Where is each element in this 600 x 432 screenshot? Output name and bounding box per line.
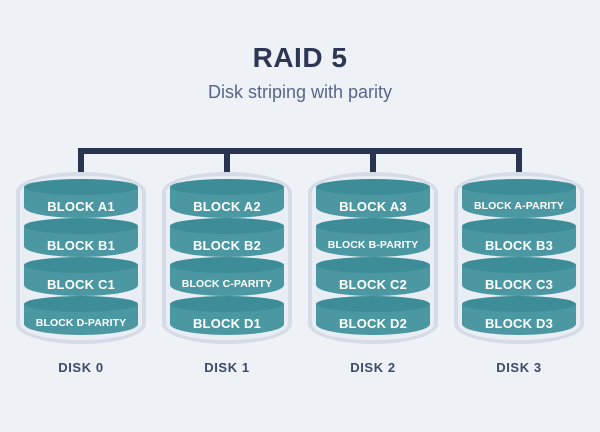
- disk-cylinder-1: BLOCK A2 BLOCK B2 BLOCK C-PARITY BLOCK D…: [162, 172, 292, 344]
- block-label: BLOCK C1: [46, 276, 116, 292]
- block-label: BLOCK C3: [484, 276, 554, 292]
- disk-column-1: BLOCK A2 BLOCK B2 BLOCK C-PARITY BLOCK D…: [162, 172, 292, 375]
- disk-label-3: DISK 3: [496, 360, 542, 375]
- bus-drop-line-0: [78, 148, 84, 184]
- disk-block: BLOCK A2: [170, 179, 284, 218]
- block-label: BLOCK D2: [338, 315, 408, 331]
- disk-block: BLOCK A1: [24, 179, 138, 218]
- bus-drop-line-2: [370, 148, 376, 184]
- disk-block: BLOCK C3: [462, 257, 576, 296]
- disk-block: BLOCK B-PARITY: [316, 218, 430, 257]
- bus-horizontal-line: [81, 148, 519, 154]
- disk-block: BLOCK C2: [316, 257, 430, 296]
- disk-block: BLOCK D-PARITY: [24, 296, 138, 335]
- disks-row: BLOCK A1 BLOCK B1 BLOCK C1 BLOCK D-PARIT…: [16, 172, 584, 375]
- disk-block: BLOCK A-PARITY: [462, 179, 576, 218]
- block-label: BLOCK B-PARITY: [327, 239, 419, 251]
- bus-drop-line-3: [516, 148, 522, 184]
- block-label: BLOCK C-PARITY: [181, 278, 273, 290]
- disk-label-0: DISK 0: [58, 360, 104, 375]
- disk-block: BLOCK D1: [170, 296, 284, 335]
- block-label: BLOCK C2: [338, 276, 408, 292]
- disk-block: BLOCK D3: [462, 296, 576, 335]
- block-label: BLOCK B1: [46, 237, 116, 253]
- block-label: BLOCK D-PARITY: [35, 317, 127, 329]
- disk-cylinder-0: BLOCK A1 BLOCK B1 BLOCK C1 BLOCK D-PARIT…: [16, 172, 146, 344]
- disk-cylinder-3: BLOCK A-PARITY BLOCK B3 BLOCK C3 BLOCK D…: [454, 172, 584, 344]
- disk-block: BLOCK C-PARITY: [170, 257, 284, 296]
- block-label: BLOCK D3: [484, 315, 554, 331]
- disk-block: BLOCK B2: [170, 218, 284, 257]
- disk-block: BLOCK A3: [316, 179, 430, 218]
- block-label: BLOCK B2: [192, 237, 262, 253]
- diagram-title: RAID 5: [252, 42, 348, 73]
- disk-block: BLOCK D2: [316, 296, 430, 335]
- disk-block: BLOCK C1: [24, 257, 138, 296]
- block-label: BLOCK A-PARITY: [473, 200, 565, 212]
- disk-cylinder-2: BLOCK A3 BLOCK B-PARITY BLOCK C2 BLOCK D…: [308, 172, 438, 344]
- disk-label-1: DISK 1: [204, 360, 250, 375]
- bus-drop-line-1: [224, 148, 230, 184]
- disk-block: BLOCK B3: [462, 218, 576, 257]
- disk-column-0: BLOCK A1 BLOCK B1 BLOCK C1 BLOCK D-PARIT…: [16, 172, 146, 375]
- block-label: BLOCK A3: [339, 198, 407, 214]
- block-label: BLOCK B3: [484, 237, 554, 253]
- block-label: BLOCK A2: [193, 198, 261, 214]
- block-label: BLOCK D1: [192, 315, 262, 331]
- disk-column-2: BLOCK A3 BLOCK B-PARITY BLOCK C2 BLOCK D…: [308, 172, 438, 375]
- disk-label-2: DISK 2: [350, 360, 396, 375]
- diagram-subtitle: Disk striping with parity: [207, 82, 393, 102]
- disk-column-3: BLOCK A-PARITY BLOCK B3 BLOCK C3 BLOCK D…: [454, 172, 584, 375]
- block-label: BLOCK A1: [47, 198, 115, 214]
- disk-block: BLOCK B1: [24, 218, 138, 257]
